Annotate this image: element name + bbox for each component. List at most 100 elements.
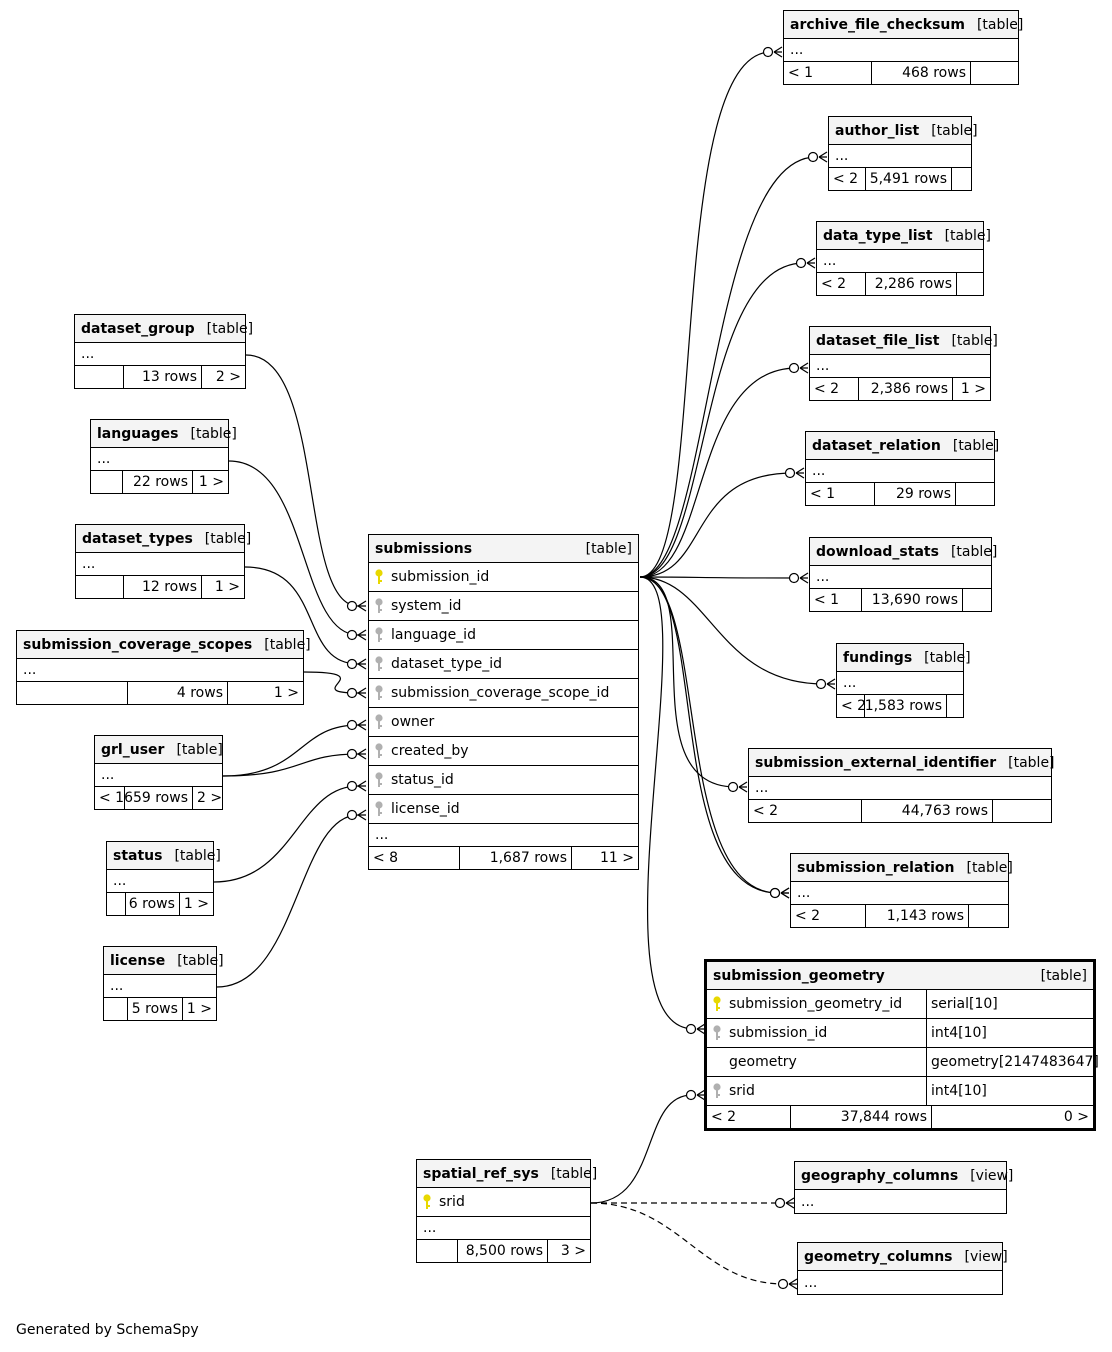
parents-link[interactable]: < 2 — [707, 1106, 791, 1128]
crows-foot-marker — [784, 467, 805, 479]
foreign-key-icon — [369, 626, 389, 644]
parents-link[interactable]: < 2 — [837, 695, 866, 717]
column-row[interactable]: submission_id int4[10] — [707, 1019, 1093, 1048]
fk-edge — [639, 576, 737, 788]
crows-foot-marker — [777, 1278, 798, 1290]
table-languages[interactable]: languages [table] ... 22 rows 1 > — [90, 419, 237, 494]
crows-foot-marker — [795, 257, 816, 269]
parents-link[interactable]: < 2 — [817, 273, 866, 295]
parents-link[interactable] — [91, 471, 123, 493]
children-link[interactable]: 1 > — [198, 474, 224, 490]
column-row[interactable]: srid — [417, 1188, 590, 1217]
children-link[interactable] — [963, 589, 991, 611]
parents-link[interactable] — [17, 682, 128, 704]
parents-link[interactable]: < 8 — [369, 847, 460, 869]
table-submission-coverage-scopes[interactable]: submission_coverage_scopes [table] ... 4… — [16, 630, 311, 705]
table-data-type-list[interactable]: data_type_list [table] ... < 2 2,286 row… — [816, 221, 991, 296]
children-link[interactable]: 1 > — [183, 896, 209, 912]
children-link[interactable]: 2 > — [215, 369, 241, 385]
column-name: status_id — [391, 772, 454, 788]
children-link[interactable] — [956, 483, 994, 505]
children-link[interactable]: 11 > — [600, 850, 634, 866]
more-columns: ... — [91, 448, 228, 471]
table-kind: [table] — [585, 540, 632, 557]
children-link[interactable] — [969, 905, 1008, 927]
foreign-key-icon — [369, 800, 389, 818]
children-link[interactable] — [971, 62, 1018, 84]
column-row[interactable]: submission_geometry_id serial[10] — [707, 990, 1093, 1019]
table-kind: [table] — [176, 741, 223, 758]
children-link[interactable]: 1 > — [960, 381, 986, 397]
table-license[interactable]: license [table] ... 5 rows 1 > — [103, 946, 224, 1021]
table-dataset-types[interactable]: dataset_types [table] ... 12 rows 1 > — [75, 524, 251, 599]
column-row[interactable]: created_by — [369, 737, 638, 766]
children-link[interactable]: 0 > — [1063, 1109, 1089, 1125]
table-footer: < 2 5,491 rows — [829, 168, 971, 190]
more-columns: ... — [75, 343, 245, 366]
table-kind: [table] — [204, 530, 252, 547]
table-fundings[interactable]: fundings [table] ... < 2 1,583 rows — [836, 643, 971, 718]
column-row[interactable]: dataset_type_id — [369, 650, 638, 679]
parents-link[interactable]: < 2 — [749, 800, 862, 822]
column-row[interactable]: system_id — [369, 592, 638, 621]
table-submission-geometry[interactable]: submission_geometry [table] submission_g… — [704, 959, 1099, 1131]
parents-link[interactable] — [107, 893, 126, 915]
table-spatial-ref-sys[interactable]: spatial_ref_sys [table] srid ... 8,500 r… — [416, 1159, 597, 1263]
column-row[interactable]: submission_coverage_scope_id — [369, 679, 638, 708]
table-geometry-columns[interactable]: geometry_columns [view] ... — [797, 1242, 1008, 1295]
table-submission-relation[interactable]: submission_relation [table] ... < 2 1,14… — [790, 853, 1013, 928]
column-row[interactable]: submission_id — [369, 563, 638, 592]
parents-link[interactable]: < 2 — [791, 905, 866, 927]
fk-edge — [222, 724, 359, 777]
parents-link[interactable] — [75, 366, 124, 388]
parents-link[interactable]: < 1 — [95, 787, 125, 809]
column-name: submission_id — [391, 569, 490, 585]
crows-foot-marker — [346, 719, 367, 731]
more-columns: ... — [801, 1193, 815, 1210]
parents-link[interactable]: < 2 — [810, 378, 859, 400]
children-link[interactable] — [952, 168, 971, 190]
table-dataset-relation[interactable]: dataset_relation [table] ... < 1 29 rows — [805, 431, 999, 506]
parents-link[interactable]: < 1 — [806, 483, 875, 505]
children-link[interactable] — [947, 695, 963, 717]
children-link[interactable]: 2 > — [197, 790, 223, 806]
column-row[interactable]: language_id — [369, 621, 638, 650]
parents-link[interactable] — [417, 1240, 458, 1262]
column-row[interactable]: geometry geometry[2147483647] — [707, 1048, 1099, 1077]
crows-foot-marker — [346, 687, 367, 699]
children-link[interactable] — [993, 800, 1051, 822]
table-submission-external-identifier[interactable]: submission_external_identifier [table] .… — [748, 748, 1055, 823]
column-row[interactable]: srid int4[10] — [707, 1077, 1093, 1106]
children-link[interactable]: 1 > — [186, 1001, 212, 1017]
table-status[interactable]: status [table] ... 6 rows 1 > — [106, 841, 221, 916]
more-columns: ... — [17, 659, 303, 682]
parents-link[interactable]: < 1 — [810, 589, 862, 611]
children-link[interactable]: 3 > — [560, 1243, 586, 1259]
parents-link[interactable]: < 2 — [829, 168, 866, 190]
column-row[interactable]: status_id — [369, 766, 638, 795]
table-download-stats[interactable]: download_stats [table] ... < 1 13,690 ro… — [809, 537, 997, 612]
children-link[interactable]: 1 > — [273, 685, 299, 701]
column-row[interactable]: license_id — [369, 795, 638, 824]
table-grl-user[interactable]: grl_user [table] ... < 1 659 rows 2 > — [94, 735, 223, 810]
more-columns: ... — [76, 553, 244, 576]
parents-link[interactable] — [104, 998, 128, 1020]
fk-edge — [639, 51, 772, 578]
table-submissions[interactable]: submissions [table] submission_id system… — [368, 534, 639, 870]
table-name: fundings — [843, 649, 913, 666]
table-dataset-group[interactable]: dataset_group [table] ... 13 rows 2 > — [74, 314, 253, 389]
column-row[interactable]: owner — [369, 708, 638, 737]
row-count: 13,690 rows — [862, 589, 963, 611]
table-author-list[interactable]: author_list [table] ... < 2 5,491 rows — [828, 116, 978, 191]
children-link[interactable] — [957, 273, 983, 295]
table-dataset-file-list[interactable]: dataset_file_list [table] ... < 2 2,386 … — [809, 326, 998, 401]
table-footer: < 2 44,763 rows — [749, 800, 1051, 822]
parents-link[interactable] — [76, 576, 124, 598]
table-footer: < 1 659 rows 2 > — [95, 787, 222, 809]
foreign-key-icon — [369, 742, 389, 760]
table-header: submission_relation [table] — [791, 854, 1013, 882]
table-archive-file-checksum[interactable]: archive_file_checksum [table] ... < 1 46… — [783, 10, 1023, 85]
table-geography-columns[interactable]: geography_columns [view] ... — [794, 1161, 1013, 1214]
children-link[interactable]: 1 > — [214, 579, 240, 595]
parents-link[interactable]: < 1 — [784, 62, 872, 84]
